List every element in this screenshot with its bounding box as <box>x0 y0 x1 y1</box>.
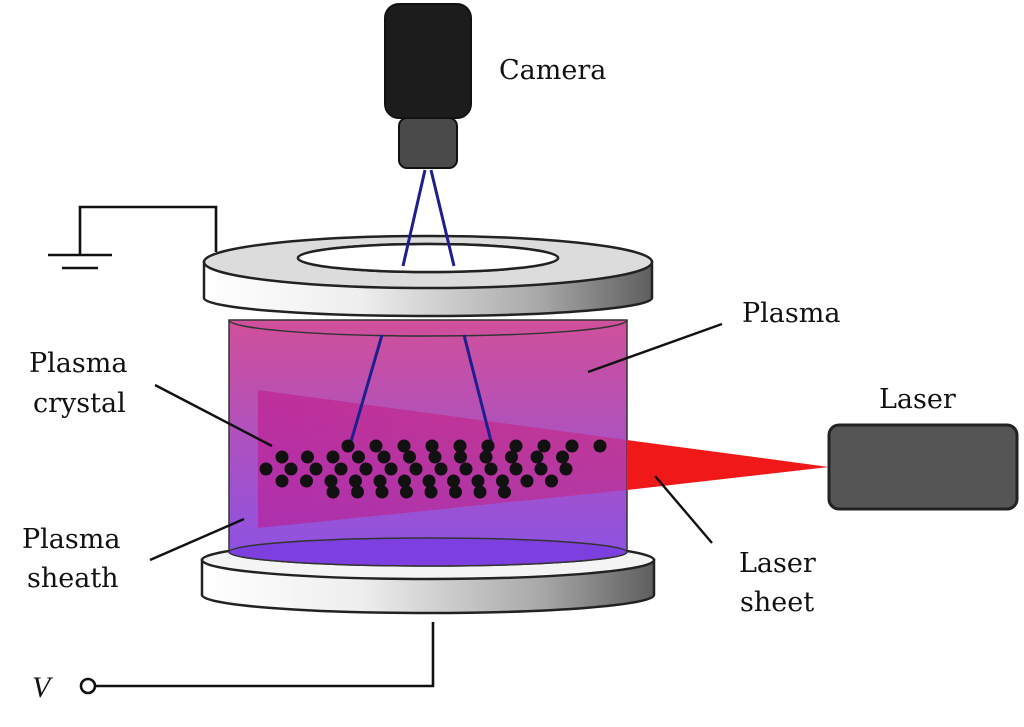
crystal-particle <box>459 462 473 476</box>
crystal-particle <box>375 485 389 499</box>
crystal-particle <box>422 474 436 488</box>
crystal-particle <box>397 439 411 453</box>
crystal-particle <box>403 450 416 464</box>
plasma-sheath-label-line2: sheath <box>27 563 119 594</box>
crystal-particle <box>351 485 364 499</box>
crystal-particle <box>373 474 387 488</box>
crystal-particle <box>454 450 467 464</box>
crystal-particle <box>341 439 355 453</box>
crystal-particle <box>301 450 314 464</box>
crystal-particle <box>384 462 398 476</box>
crystal-particle <box>326 450 340 464</box>
crystal-particle <box>559 462 573 476</box>
crystal-particle <box>369 439 383 453</box>
plasma-crystal-label-line2: crystal <box>33 388 126 419</box>
crystal-particle <box>496 474 509 488</box>
top-electrode <box>202 234 654 318</box>
camera-sightline-inner <box>348 334 494 446</box>
crystal-particle <box>324 474 338 488</box>
crystal-particle <box>284 462 298 476</box>
crystal-particle <box>352 450 365 464</box>
crystal-particle <box>425 439 439 453</box>
crystal-particle <box>505 450 518 464</box>
crystal-particle <box>409 462 423 476</box>
crystal-particle <box>309 462 323 476</box>
laser-device <box>827 423 1019 511</box>
crystal-particle <box>377 450 391 464</box>
crystal-particle <box>449 485 462 499</box>
voltage-label: V <box>32 671 54 704</box>
laser-sheet-plane <box>258 390 627 528</box>
crystal-particle <box>534 462 548 476</box>
camera-icon <box>384 3 472 169</box>
crystal-particle <box>334 462 348 476</box>
crystal-particle <box>275 450 289 464</box>
crystal-particle <box>537 439 551 453</box>
crystal-particle <box>545 474 558 488</box>
crystal-particle <box>471 474 485 488</box>
voltage-wire <box>79 622 435 695</box>
crystal-particle <box>520 474 534 488</box>
crystal-particle <box>259 462 273 476</box>
crystal-particle <box>484 462 498 476</box>
plasma-crystal-label-line1: Plasma <box>29 348 127 379</box>
crystal-particle <box>424 485 438 499</box>
crystal-particle <box>479 450 493 464</box>
crystal-particle <box>434 462 448 476</box>
crystal-particle <box>275 474 289 488</box>
crystal-particle <box>481 439 495 453</box>
crystal-particle <box>593 439 607 453</box>
crystal-particle <box>400 485 413 499</box>
crystal-particle <box>447 474 460 488</box>
crystal-particle <box>556 450 569 464</box>
crystal-particle <box>530 450 544 464</box>
laser-beam <box>627 440 829 490</box>
camera-label: Camera <box>499 55 606 86</box>
laser-sheet-label-line2: sheet <box>740 587 814 618</box>
crystal-particle <box>453 439 467 453</box>
plasma-crystal-particles <box>259 439 607 499</box>
crystal-particle <box>326 485 340 499</box>
crystal-particle <box>428 450 442 464</box>
crystal-particle <box>473 485 487 499</box>
plasma-sheath-label-line1: Plasma <box>22 524 120 555</box>
crystal-particle <box>498 485 511 499</box>
crystal-particle <box>565 439 579 453</box>
crystal-particle <box>349 474 362 488</box>
leader-lines <box>149 322 723 562</box>
ground-wire <box>48 205 218 270</box>
crystal-particle <box>300 474 313 488</box>
crystal-particle <box>359 462 373 476</box>
laser-sheet-label-line1: Laser <box>739 548 816 579</box>
crystal-particle <box>509 439 523 453</box>
crystal-particle <box>398 474 411 488</box>
camera-sightline-outer <box>401 169 456 267</box>
crystal-particle <box>509 462 523 476</box>
plasma-label: Plasma <box>742 298 840 329</box>
laser-label: Laser <box>879 384 956 415</box>
